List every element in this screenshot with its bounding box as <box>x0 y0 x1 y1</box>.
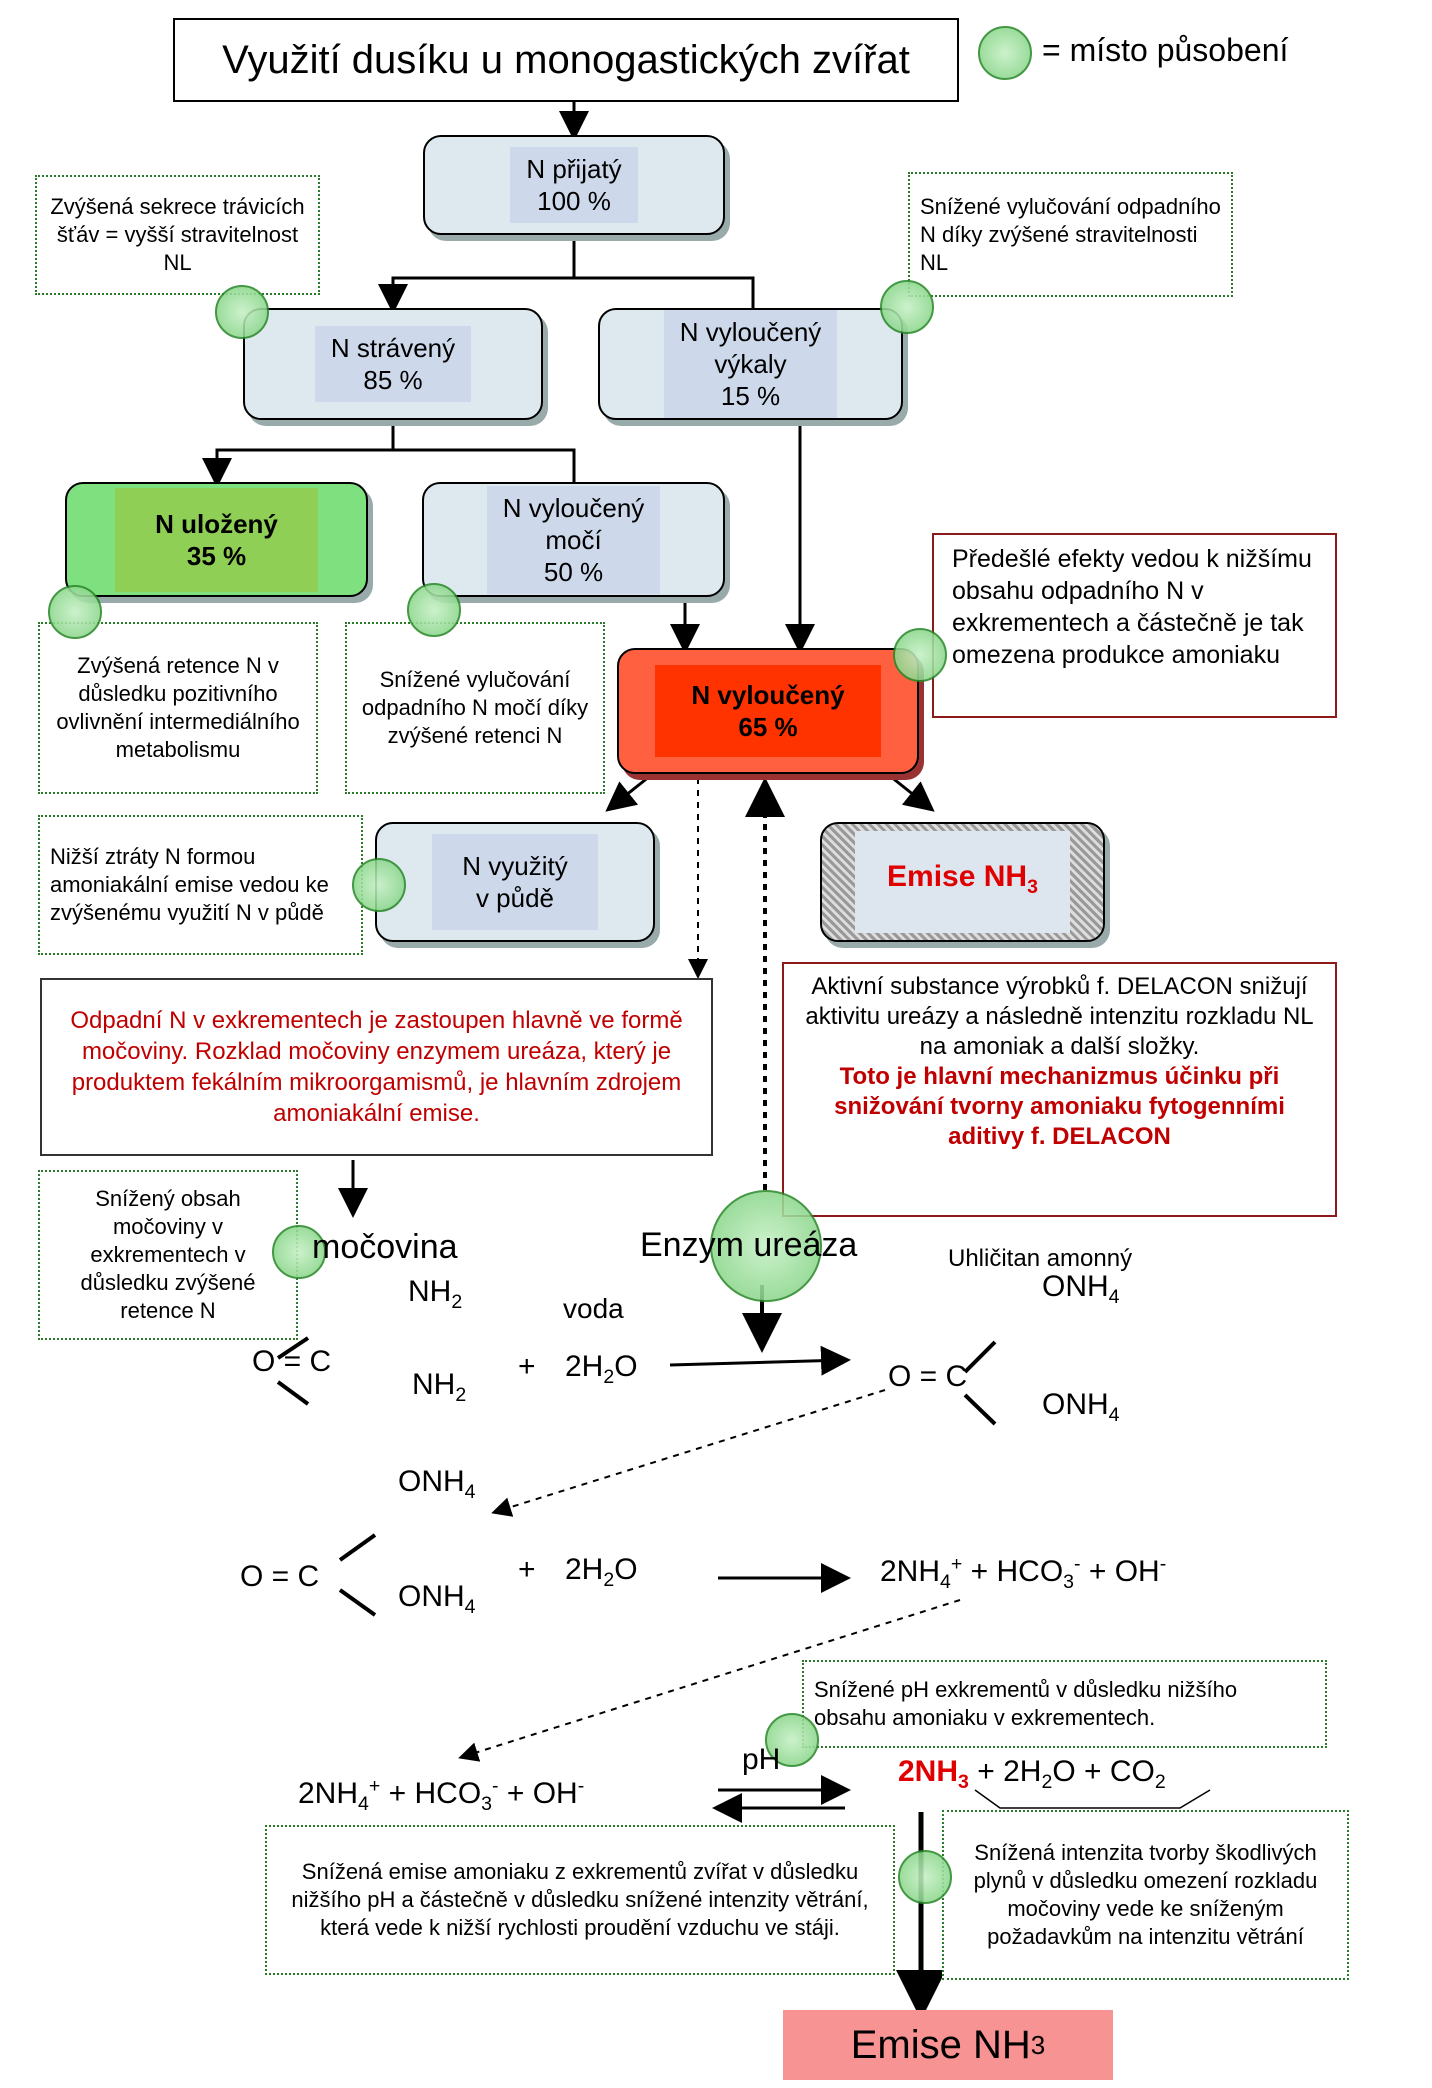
label-ph: pH <box>742 1743 781 1776</box>
chem-nh2-bottom: NH2 <box>412 1368 467 1406</box>
title-text: Využití dusíku u monogastických zvířat <box>222 37 910 82</box>
chem-onh4-bottom: ONH4 <box>1042 1388 1120 1426</box>
action-site-marker-icon <box>352 858 406 912</box>
note-urea-content: Snížený obsah močoviny v exkrementech v … <box>38 1170 298 1340</box>
box-urea-source: Odpadní N v exkrementech je zastoupen hl… <box>40 978 713 1156</box>
chem-products-1: 2NH4+ + HCO3- + OH- <box>880 1553 1167 1593</box>
action-site-marker-icon <box>407 583 461 637</box>
node-emission-text: Emise NH3 <box>855 831 1070 933</box>
label-carbonate: Uhličitan amonný <box>948 1245 1133 1272</box>
note-emission-reduction: Snížená emise amoniaku z exkrementů zvíř… <box>265 1825 895 1975</box>
box-delacon: Aktivní substance výrobků f. DELACON sni… <box>782 962 1337 1217</box>
chem-o-eq-c: O = C <box>252 1345 332 1378</box>
note-gas-reduction: Snížená intenzita tvorby škodlivých plyn… <box>942 1810 1349 1980</box>
action-site-marker-icon <box>272 1225 326 1279</box>
action-site-marker-icon <box>48 585 102 639</box>
label-mocovina: močovina <box>312 1228 458 1266</box>
box-previous-effects: Předešlé efekty vedou k nižšímu obsahu o… <box>932 533 1337 718</box>
delacon-normal-text: Aktivní substance výrobků f. DELACON sni… <box>805 973 1314 1060</box>
note-soil-use: Nižší ztráty N formou amoniakální emise … <box>38 815 363 955</box>
node-emission-nh3: Emise NH3 <box>820 822 1105 942</box>
note-reduced-urine: Snížené vylučování odpadního N močí díky… <box>345 622 605 794</box>
chem-plus-2: + <box>518 1553 536 1586</box>
chem-onh4-top: ONH4 <box>1042 1270 1120 1308</box>
chem-onh4-top-2: ONH4 <box>398 1465 476 1503</box>
note-retention: Zvýšená retence N v důsledku pozitivního… <box>38 622 318 794</box>
chem-products-2: 2NH4+ + HCO3- + OH- <box>298 1775 585 1815</box>
action-site-marker-icon <box>893 628 947 682</box>
chem-final-products: 2NH3 + 2H2O + CO2 <box>898 1755 1166 1793</box>
chem-o-eq-c-product: O = C <box>888 1360 968 1393</box>
action-site-marker-icon <box>898 1850 952 1904</box>
chem-onh4-bottom-2: ONH4 <box>398 1580 476 1618</box>
note-secretion: Zvýšená sekrece trávicích šťáv = vyšší s… <box>35 175 320 295</box>
action-site-marker-icon <box>765 1713 819 1767</box>
legend-label: = místo působení <box>1042 32 1289 68</box>
chem-o-eq-c-2: O = C <box>240 1560 320 1593</box>
diagram-title: Využití dusíku u monogastických zvířat <box>173 18 959 102</box>
action-site-marker-icon <box>710 1190 822 1302</box>
action-site-marker-icon <box>880 280 934 334</box>
note-ph: Snížené pH exkrementů v důsledku nižšího… <box>802 1660 1327 1748</box>
delacon-bold-text: Toto je hlavní mechanizmus účinku při sn… <box>834 1063 1285 1150</box>
chem-plus: + <box>518 1350 536 1383</box>
note-reduced-fecal: Snížené vylučování odpadního N díky zvýš… <box>908 172 1233 297</box>
legend-marker-icon <box>978 26 1032 80</box>
chem-nh2-top: NH2 <box>408 1275 463 1313</box>
chem-2h2o: 2H2O <box>565 1350 638 1388</box>
chem-2h2o-2: 2H2O <box>565 1553 638 1591</box>
action-site-marker-icon <box>215 285 269 339</box>
label-enzyme: Enzym ureáza <box>640 1226 858 1264</box>
label-voda: voda <box>563 1293 624 1324</box>
